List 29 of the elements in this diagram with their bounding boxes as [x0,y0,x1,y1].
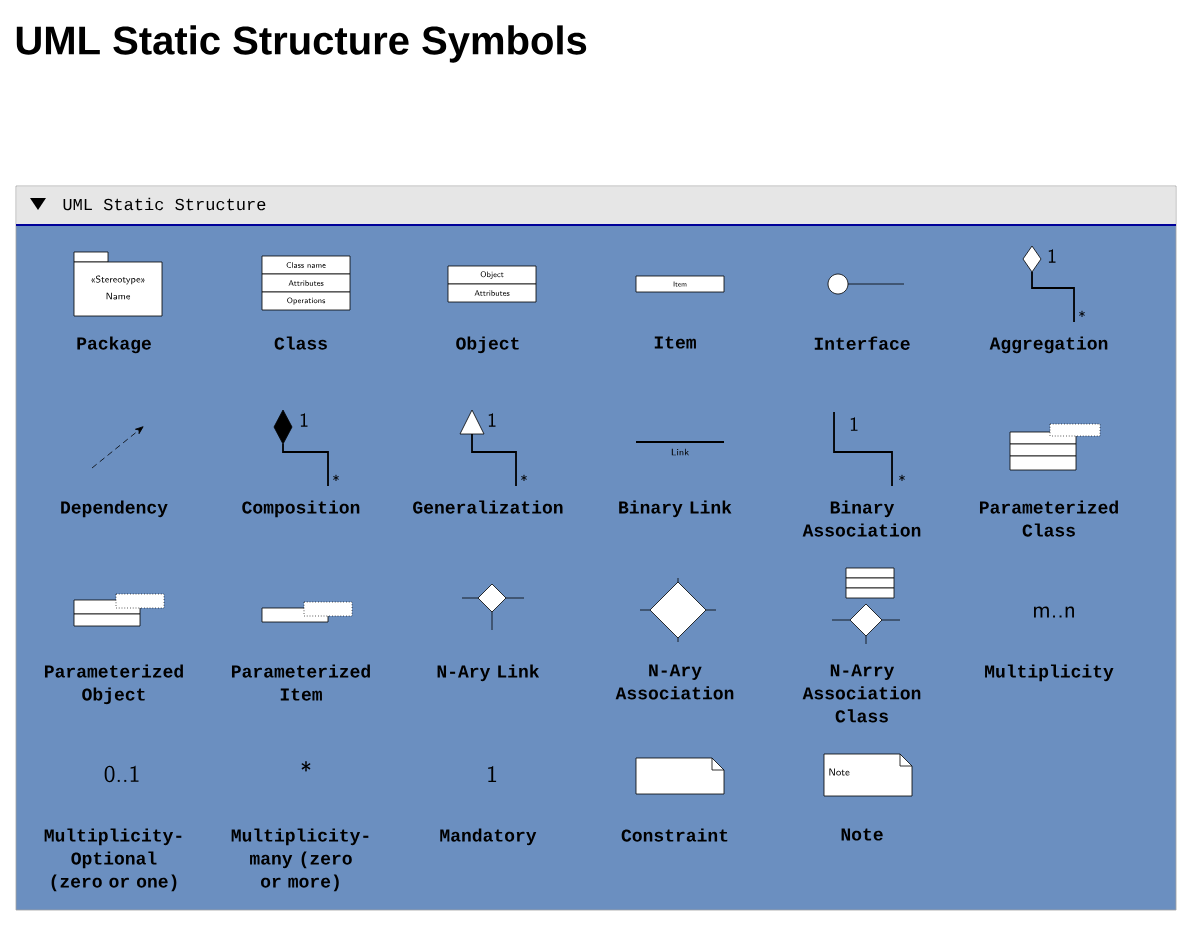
symbol-caption: Parameterized Object [45,664,183,705]
symbol-caption: Interface [814,336,910,350]
panel-header: UML Static Structure [15,187,1177,226]
multiplicity-text: 1 [488,765,497,783]
symbol-caption: Class [274,336,327,350]
symbol-caption: Binary Association [802,500,921,537]
multiplicity-text: m..n [1034,606,1074,618]
multiplicity-text: 0..1 [104,765,139,783]
page-title: UML Static Structure Symbols [16,25,587,63]
symbol-caption: Mandatory [440,828,537,846]
symbol-caption: Package [77,336,151,354]
symbol-caption: Parameterized Item [232,664,370,701]
symbol-caption: N-Arry Association Class [802,664,921,723]
symbol-caption: Multiplicity [985,664,1114,682]
symbol-caption: Composition [242,500,360,518]
symbol-caption: Multiplicity-many (zero or more) [231,828,369,892]
symbol-caption: Note [841,828,883,841]
symbol-caption: Item [654,336,696,349]
symbol-caption: Multiplicity-Optional (zero or one) [44,828,182,892]
symbol-caption: Generalization [413,500,563,514]
symbol-caption: Object [456,336,519,354]
symbol-caption: Binary Link [619,500,732,518]
multiplicity-text: * [301,761,311,772]
symbol-caption: N-Ary Link [437,664,540,682]
symbol-caption: Dependency [61,500,168,518]
symbol-caption: Constraint [621,828,728,842]
symbol-caption: Aggregation [989,336,1108,354]
symbol-caption: N-Ary Association [615,664,734,700]
symbol-caption: Parameterized Class [980,500,1118,537]
